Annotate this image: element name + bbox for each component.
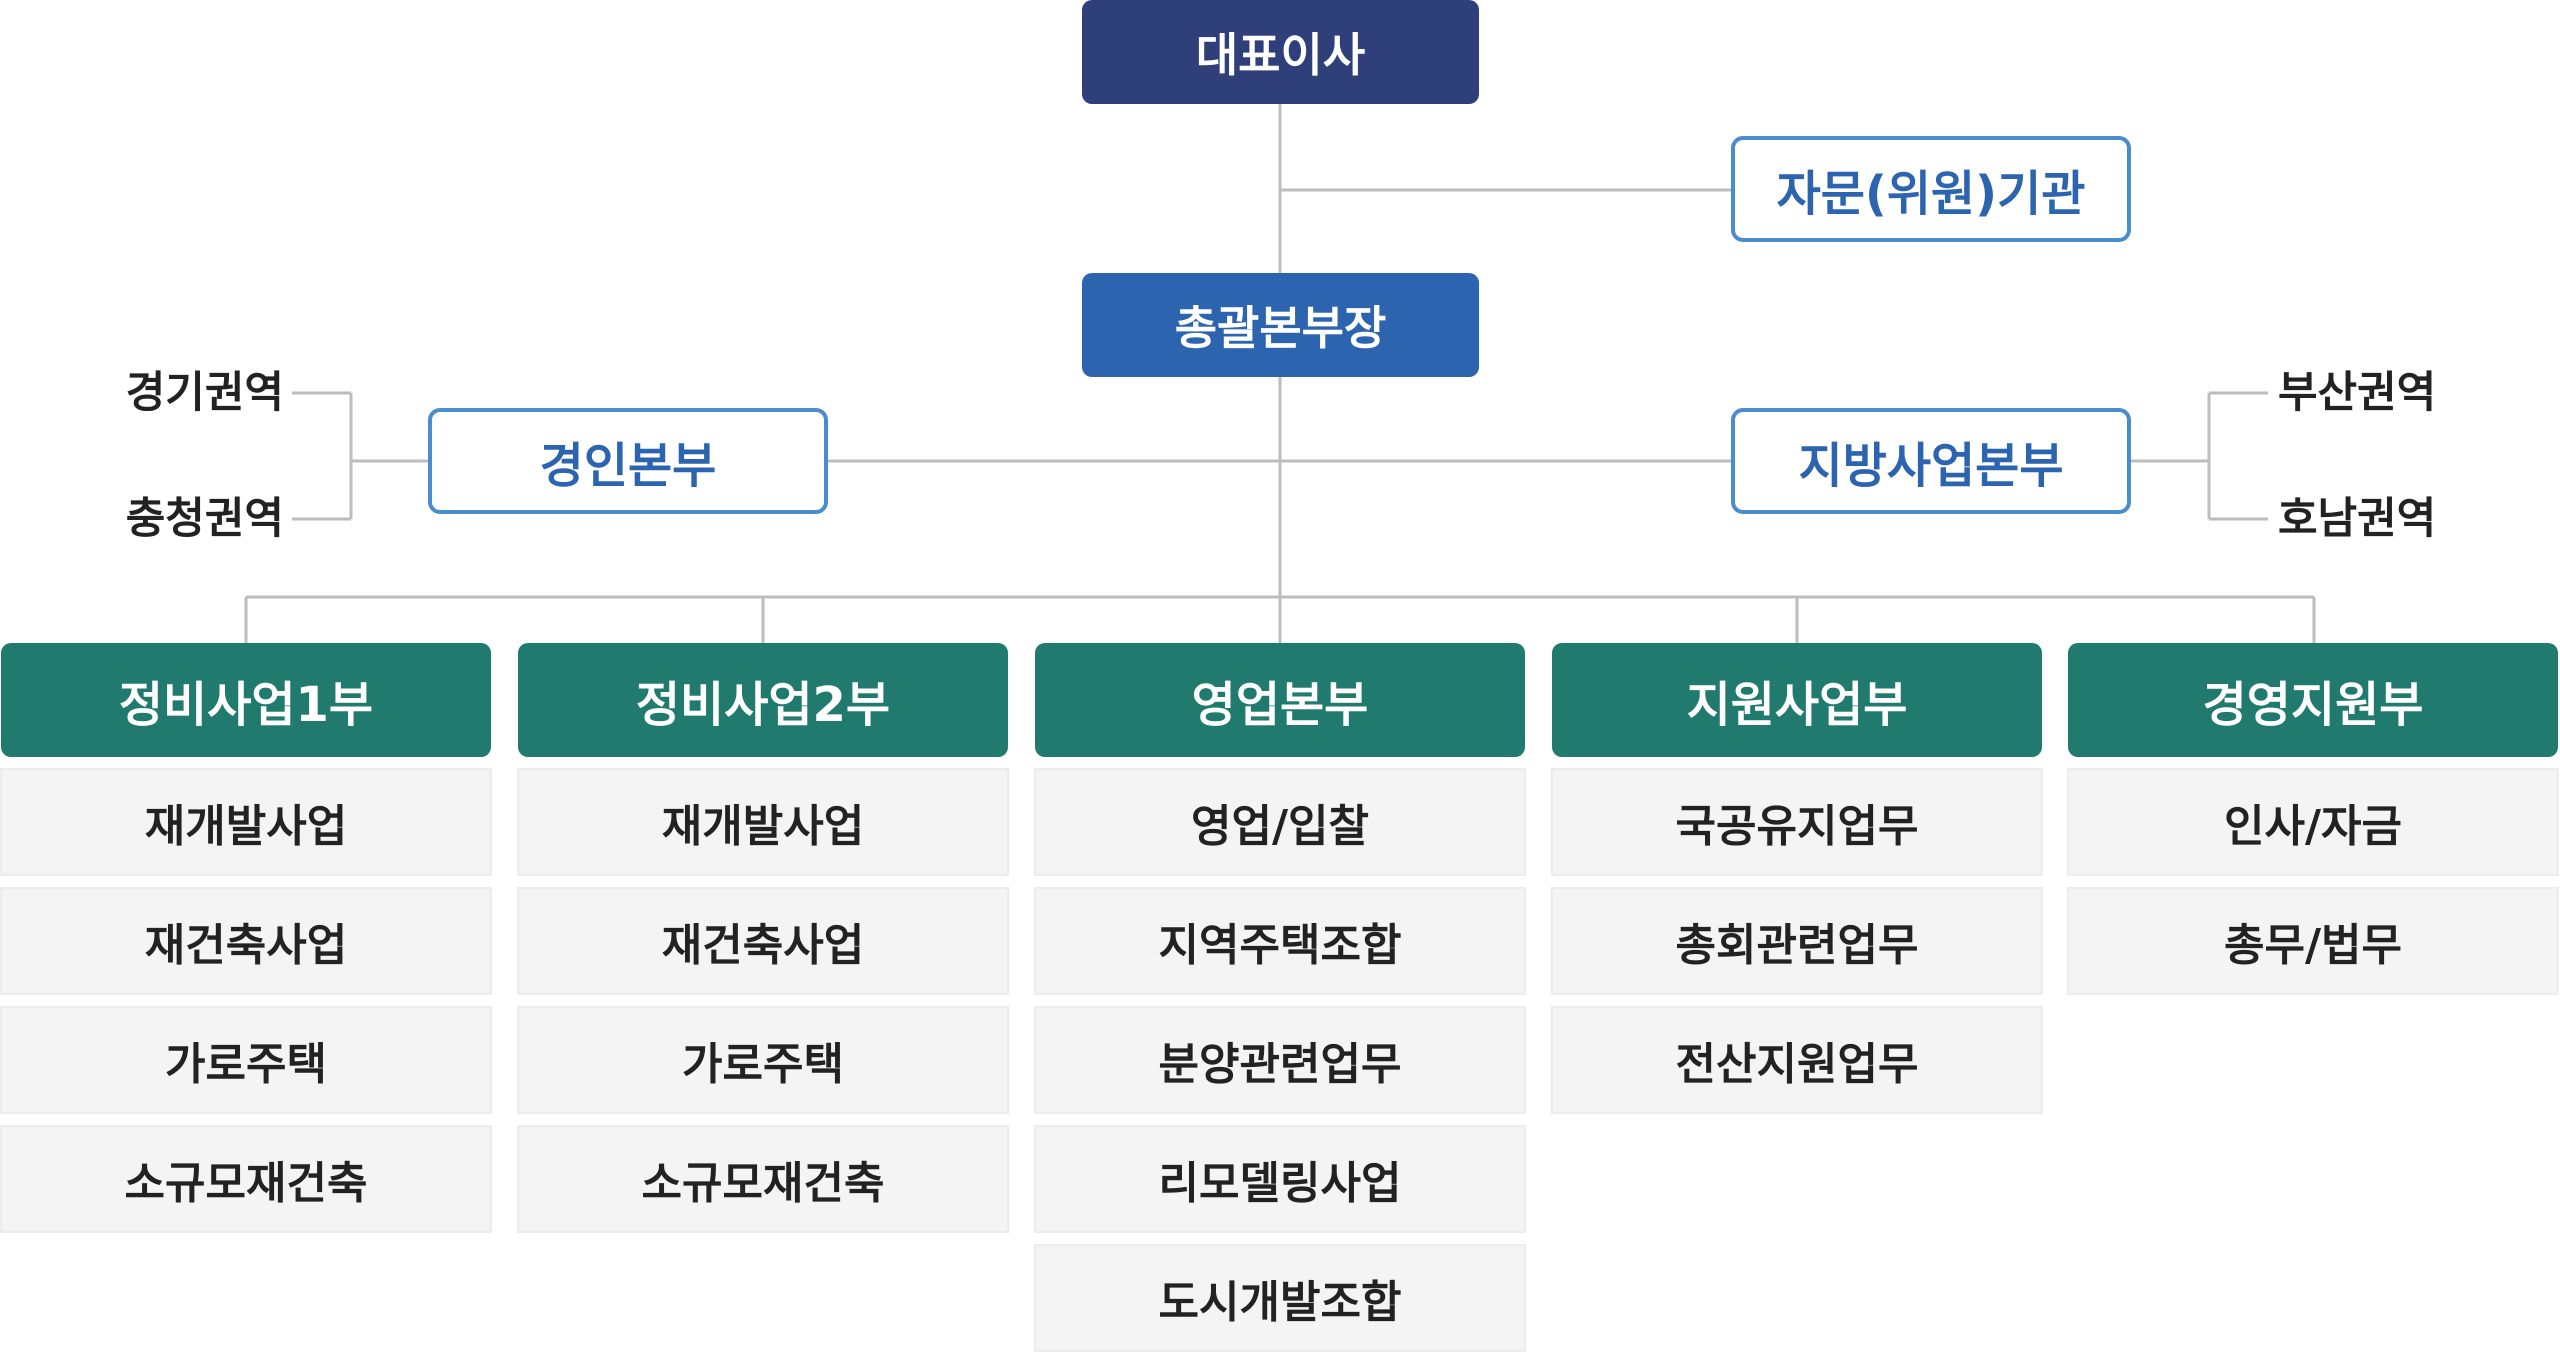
- department-item: 인사/자금: [2067, 768, 2559, 876]
- department-item: 도시개발조합: [1034, 1244, 1526, 1352]
- department-item: 가로주택: [517, 1006, 1009, 1114]
- department-item: 재개발사업: [0, 768, 492, 876]
- busan-region-label: 부산권역: [2278, 368, 2437, 418]
- advisory-box: 자문(위원)기관: [1731, 136, 2131, 242]
- general-manager-box: 총괄본부장: [1082, 273, 1479, 377]
- honam-region-label: 호남권역: [2278, 494, 2437, 544]
- department-item: 소규모재건축: [0, 1125, 492, 1233]
- department-item: 소규모재건축: [517, 1125, 1009, 1233]
- department-item: 지역주택조합: [1034, 887, 1526, 995]
- department-item: 영업/입찰: [1034, 768, 1526, 876]
- ceo-box: 대표이사: [1082, 0, 1479, 104]
- department-item: 가로주택: [0, 1006, 492, 1114]
- department-item: 총무/법무: [2067, 887, 2559, 995]
- department-header: 경영지원부: [2068, 643, 2558, 757]
- department-item: 전산지원업무: [1551, 1006, 2043, 1114]
- department-item: 총회관련업무: [1551, 887, 2043, 995]
- department-item: 재건축사업: [517, 887, 1009, 995]
- gyeongin-hq-box: 경인본부: [428, 408, 828, 514]
- department-item: 재개발사업: [517, 768, 1009, 876]
- department-item: 국공유지업무: [1551, 768, 2043, 876]
- department-header: 영업본부: [1035, 643, 1525, 757]
- gyeonggi-region-label: 경기권역: [125, 368, 284, 418]
- department-header: 지원사업부: [1552, 643, 2042, 757]
- department-item: 재건축사업: [0, 887, 492, 995]
- department-item: 리모델링사업: [1034, 1125, 1526, 1233]
- regional-hq-box: 지방사업본부: [1731, 408, 2131, 514]
- chungcheong-region-label: 충청권역: [125, 494, 284, 544]
- department-header: 정비사업2부: [518, 643, 1008, 757]
- department-item: 분양관련업무: [1034, 1006, 1526, 1114]
- department-header: 정비사업1부: [1, 643, 491, 757]
